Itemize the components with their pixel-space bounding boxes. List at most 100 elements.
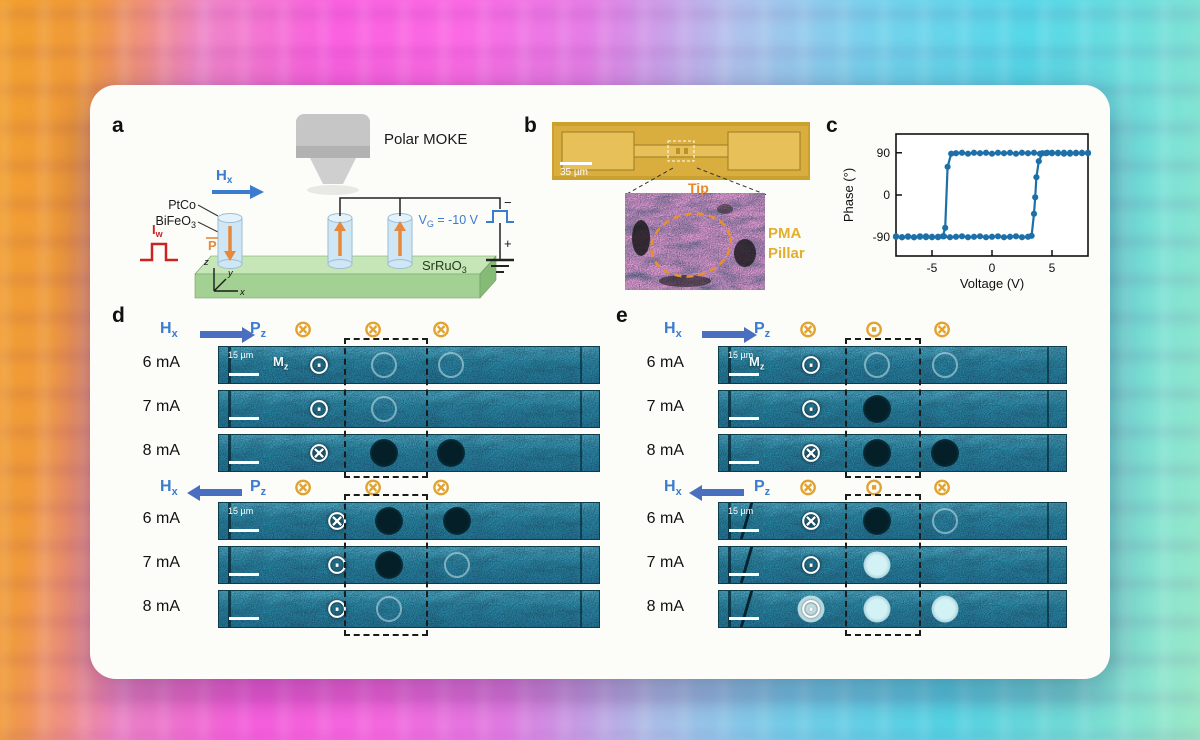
data-point <box>922 234 930 241</box>
mz-down-symbol: ⊗ <box>799 505 823 536</box>
hx-label: Hx <box>160 478 178 499</box>
domain-ring <box>932 508 958 534</box>
current-label: 6 mA <box>142 510 180 527</box>
data-point <box>952 150 960 157</box>
data-point <box>916 233 924 240</box>
iw-label: Iw <box>152 222 164 239</box>
data-point <box>1018 149 1026 156</box>
pz-up-symbol: ⊙ <box>864 316 885 343</box>
field-arrow-right <box>200 326 255 343</box>
data-point <box>1028 232 1035 239</box>
moke-image-strip: ⊗ <box>718 434 1067 472</box>
domain-blob-light <box>931 595 959 623</box>
pz-label: Pz <box>250 478 267 499</box>
data-point <box>952 233 960 240</box>
noise-texture <box>219 503 599 539</box>
plus-sign: + <box>504 236 512 251</box>
pz-down-symbol: ⊗ <box>363 474 384 501</box>
field-arrow-left <box>187 484 242 501</box>
hx-label: Hx <box>216 167 233 186</box>
optical-device-image: 35 µm <box>552 122 810 180</box>
y-tick-label: -90 <box>873 230 891 244</box>
data-point <box>946 234 954 241</box>
noise-texture <box>219 591 599 627</box>
mz-up-symbol: ⊙ <box>799 593 823 624</box>
domain-blob-dark <box>375 551 403 579</box>
data-point <box>1084 149 1092 156</box>
panel-label-d: d <box>112 304 125 327</box>
scale-bar <box>729 617 759 620</box>
data-point <box>982 234 990 241</box>
pz-down-symbol: ⊗ <box>431 474 452 501</box>
moke-image-strip: ⊙ <box>718 590 1067 628</box>
data-point <box>970 149 978 156</box>
domain-blob-dark <box>375 507 403 535</box>
panel-a-schematic: Polar MOKE Hx PtCo BiFeO3 Iw SrRuO3 z y … <box>140 114 514 299</box>
data-point <box>1000 234 1008 241</box>
domain-ring <box>444 552 470 578</box>
data-point <box>934 234 942 241</box>
mz-up-symbol: ⊙ <box>799 549 823 580</box>
noise-texture <box>219 347 599 383</box>
scale-bar <box>229 461 259 464</box>
data-point <box>1078 150 1086 157</box>
domain-blob-dark <box>931 439 959 467</box>
noise-texture <box>719 347 1066 383</box>
domain-blob-dark <box>437 439 465 467</box>
y-axis-label: Phase (°) <box>841 168 856 222</box>
current-label: 6 mA <box>646 354 684 371</box>
scale-bar <box>729 373 759 376</box>
bifeo3-label: BiFeO3 <box>156 214 196 230</box>
scale-bar-label: 35 µm <box>560 167 588 178</box>
hx-label: Hx <box>664 478 682 499</box>
data-point <box>898 234 906 241</box>
noise-texture <box>719 435 1066 471</box>
scale-bar <box>229 373 259 376</box>
mz-label: Mz <box>273 354 289 372</box>
domain-blob-light <box>797 595 825 623</box>
moke-image-strip: 15 µm Mz ⊙ <box>718 346 1067 384</box>
domain-ring <box>438 352 464 378</box>
current-label: 7 mA <box>646 398 684 415</box>
data-point <box>982 149 990 156</box>
pz-up-symbol: ⊙ <box>864 474 885 501</box>
scale-bar <box>729 417 759 420</box>
scale-bar <box>729 529 759 532</box>
data-point <box>904 233 912 240</box>
noise-texture <box>219 547 599 583</box>
mz-up-symbol: ⊙ <box>307 349 331 380</box>
mz-up-symbol: ⊙ <box>799 393 823 424</box>
domain-ring <box>932 352 958 378</box>
domain-blob-light <box>863 595 891 623</box>
domain-blob-light <box>863 551 891 579</box>
current-label: 7 mA <box>142 554 180 571</box>
domain-blob-dark <box>863 439 891 467</box>
mz-down-symbol: ⊗ <box>307 437 331 468</box>
field-arrow-left <box>689 484 744 501</box>
moke-image-strip: 15 µm ⊗ <box>718 502 1067 540</box>
pz-down-symbol: ⊗ <box>798 316 819 343</box>
moke-image-strip: 15 µm ⊗ <box>218 502 600 540</box>
moke-image-strip: ⊙ <box>718 390 1067 428</box>
scale-bar <box>229 417 259 420</box>
domain-blob-dark <box>863 507 891 535</box>
domain-ring <box>371 352 397 378</box>
analysis-roi-box <box>344 338 428 478</box>
zoom-connector-lines <box>624 167 768 196</box>
data-point <box>1012 150 1020 157</box>
pz-label: Pz <box>754 478 771 499</box>
ground-icon <box>486 258 514 273</box>
ferroelectric-pillar-down <box>217 213 243 269</box>
srruo3-label: SrRuO3 <box>422 258 467 275</box>
analysis-roi-box <box>845 338 921 478</box>
data-point <box>1006 149 1014 156</box>
data-point <box>994 149 1002 156</box>
scale-bar-label: 15 µm <box>228 506 254 516</box>
data-point <box>1018 234 1026 241</box>
mz-up-symbol: ⊙ <box>307 393 331 424</box>
data-point <box>1030 210 1038 217</box>
data-point <box>1000 150 1008 157</box>
data-point <box>1042 150 1050 157</box>
scale-bar-label: 15 µm <box>728 506 754 516</box>
